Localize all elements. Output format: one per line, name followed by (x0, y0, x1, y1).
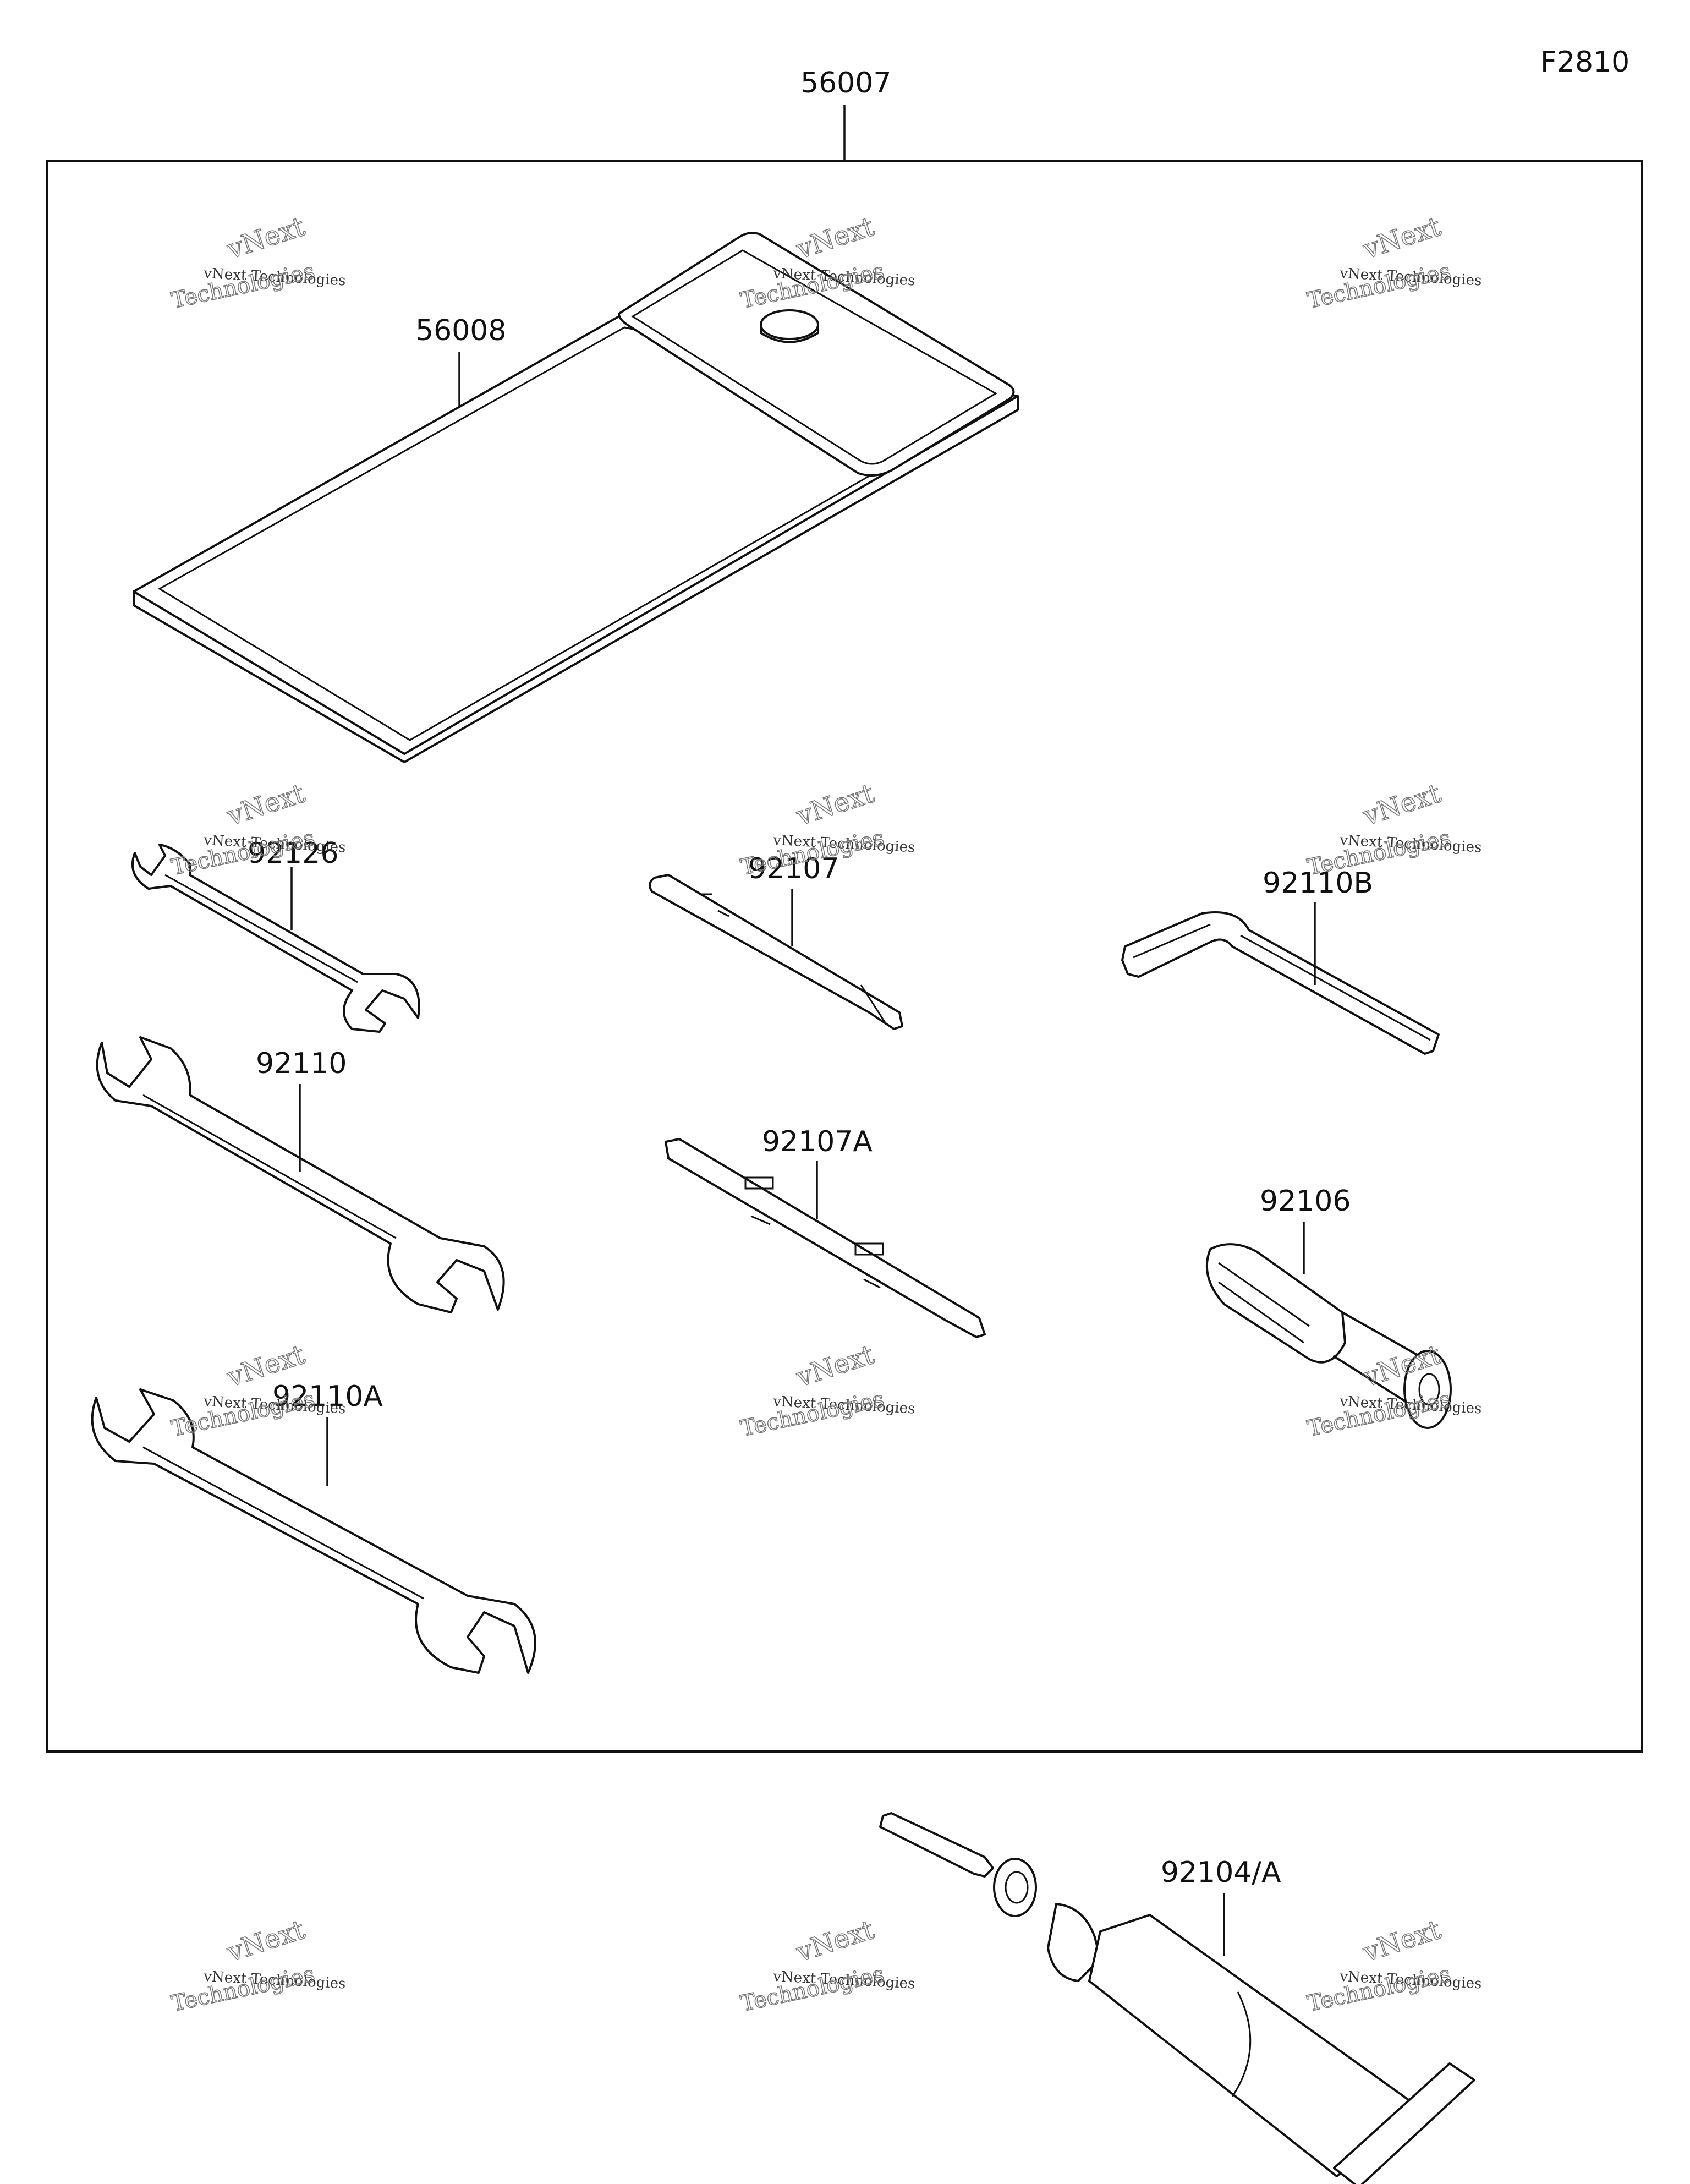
label-56008[interactable]: 56008 (415, 314, 506, 347)
watermark-line2: vNext (1359, 211, 1444, 265)
watermark-line2: vNext (223, 211, 308, 265)
label-92110[interactable]: 92110 (256, 1047, 347, 1080)
screwdriver-bit-a-illustration (665, 1138, 986, 1338)
label-92106[interactable]: 92106 (1260, 1185, 1351, 1218)
tool-case-illustration (133, 232, 1019, 763)
grease-tube-illustration (879, 1812, 1475, 2184)
label-56007[interactable]: 56007 (800, 67, 891, 100)
watermark-line2: vNext (223, 778, 308, 832)
label-92110A[interactable]: 92110A (272, 1380, 383, 1413)
watermark-line2: vNext (792, 778, 877, 832)
screwdriver-bit-illustration (649, 874, 903, 1030)
hex-wrench-illustration (1121, 911, 1440, 1055)
figure-code: F2810 (1540, 46, 1629, 79)
label-92104-A[interactable]: 92104/A (1161, 1856, 1281, 1889)
label-92107[interactable]: 92107 (748, 852, 839, 885)
wrench-small-illustration (131, 844, 420, 1033)
label-92126[interactable]: 92126 (248, 837, 338, 870)
wrench-large-illustration (91, 1388, 536, 1674)
watermark-line2: vNext (792, 1339, 877, 1393)
watermark-line2: vNext (1359, 778, 1444, 832)
watermark-line2: vNext (792, 1914, 877, 1968)
label-92107A[interactable]: 92107A (762, 1125, 873, 1158)
handle-illustration (1205, 1243, 1452, 1429)
wrench-medium-illustration (96, 1036, 505, 1313)
watermark-line2: vNext (792, 211, 877, 265)
watermark-line2: vNext (1359, 1914, 1444, 1968)
label-92110B[interactable]: 92110B (1263, 867, 1373, 900)
watermark-line2: vNext (223, 1914, 308, 1968)
